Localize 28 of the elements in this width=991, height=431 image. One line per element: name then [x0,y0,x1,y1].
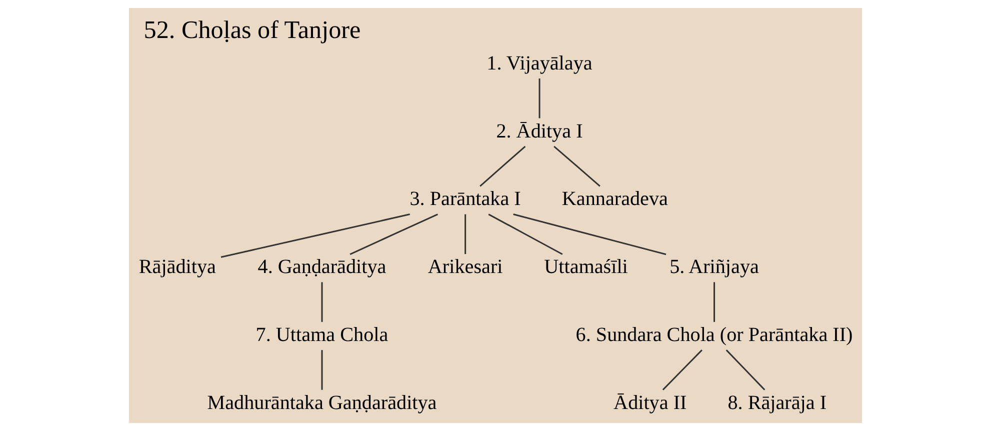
connector [714,282,716,322]
node-text: Āditya II [614,392,687,414]
connector [554,146,600,187]
connector [662,350,702,390]
connector [480,146,526,187]
connector [350,214,438,255]
connector [488,214,563,255]
connector [220,214,410,258]
connector [321,350,323,390]
node-text: Uttamaśīli [544,256,628,278]
node-text: 8. Rājarāja I [728,392,827,414]
node-text: 1. Vijayālaya [486,52,592,74]
node-text: 2. Āditya I [496,120,583,142]
connector [513,214,666,256]
node-text: 5. Ariñjaya [670,256,759,278]
node-text: 7. Uttama Chola [256,324,388,346]
node-text: 6. Sundara Chola (or Parāntaka II) [576,324,853,346]
connector [321,282,323,322]
node-text: 4. Gaṇḍarāditya [258,256,386,278]
connector [464,214,466,254]
connector [538,78,540,118]
connector [726,350,766,390]
node-text: Rājāditya [138,256,216,278]
node-text: Madhurāntaka Gaṇḍarāditya [207,392,437,414]
diagram-title: 52. Choḷas of Tanjore [144,17,361,44]
node-text: Kannaradeva [562,188,668,210]
node-text: 3. Parāntaka I [410,188,521,210]
node-text: Arikesari [428,256,503,278]
